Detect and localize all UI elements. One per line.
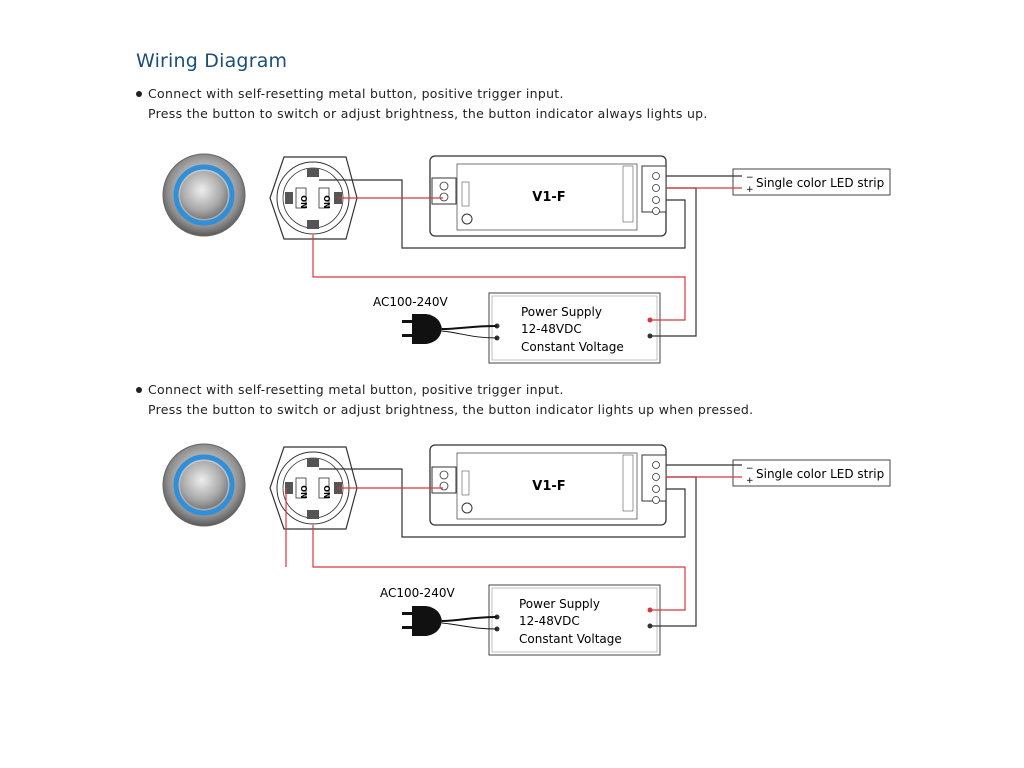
page-title: Wiring Diagram <box>136 50 288 72</box>
led-strip: − + Single color LED strip <box>732 459 891 487</box>
led-minus-icon: − <box>746 173 754 183</box>
bullet-icon <box>136 90 142 97</box>
button-terminal-back: ON ON <box>269 446 358 530</box>
wires-section-1 <box>312 175 742 337</box>
power-supply: Power Supply 12-48VDC Constant Voltage <box>488 584 661 656</box>
controller-v1f: V1-F <box>429 155 667 237</box>
ac-voltage-label: AC100-240V <box>373 295 449 309</box>
wires-section-2 <box>285 464 742 627</box>
controller-label: V1-F <box>532 190 565 205</box>
section-2-line-1: Connect with self-resetting metal button… <box>148 382 564 397</box>
diagram-section-2: ON ON V1-F − + Single color LED strip <box>162 443 891 656</box>
psu-line-1: Power Supply <box>521 305 602 319</box>
psu-line-2: 12-48VDC <box>521 322 582 336</box>
led-strip-label: Single color LED strip <box>756 176 884 190</box>
metal-button-photo <box>162 443 246 527</box>
ac-plug: AC100-240V <box>380 586 498 636</box>
led-strip-label: Single color LED strip <box>756 467 884 481</box>
controller-label: V1-F <box>532 479 565 494</box>
psu-line-1: Power Supply <box>519 597 600 611</box>
controller-v1f: V1-F <box>429 444 667 526</box>
psu-line-3: Constant Voltage <box>521 340 624 354</box>
button-terminal-back: ON ON <box>269 156 358 240</box>
psu-line-3: Constant Voltage <box>519 632 622 646</box>
section-1-line-1: Connect with self-resetting metal button… <box>148 86 564 101</box>
ac-plug: AC100-240V <box>373 295 498 344</box>
section-1-line-2: Press the button to switch or adjust bri… <box>148 106 708 121</box>
psu-line-2: 12-48VDC <box>519 614 580 628</box>
led-minus-icon: − <box>746 464 754 474</box>
section-2-instruction-1: Connect with self-resetting metal button… <box>136 382 564 397</box>
led-plus-icon: + <box>746 185 754 195</box>
section-2-line-2: Press the button to switch or adjust bri… <box>148 402 754 417</box>
diagram-section-1: ON ON V1-F − + Single color LED strip <box>162 153 891 364</box>
metal-button-photo <box>162 153 246 237</box>
section-1-instruction-1: Connect with self-resetting metal button… <box>136 86 564 101</box>
button-on-label-right: ON <box>322 195 331 209</box>
ac-voltage-label: AC100-240V <box>380 586 456 600</box>
button-on-label-left: ON <box>299 485 308 499</box>
button-on-label-left: ON <box>299 195 308 209</box>
power-supply: Power Supply 12-48VDC Constant Voltage <box>488 292 661 364</box>
led-strip: − + Single color LED strip <box>732 168 891 196</box>
led-plus-icon: + <box>746 476 754 486</box>
bullet-icon <box>136 386 142 393</box>
button-on-label-right: ON <box>322 485 331 499</box>
